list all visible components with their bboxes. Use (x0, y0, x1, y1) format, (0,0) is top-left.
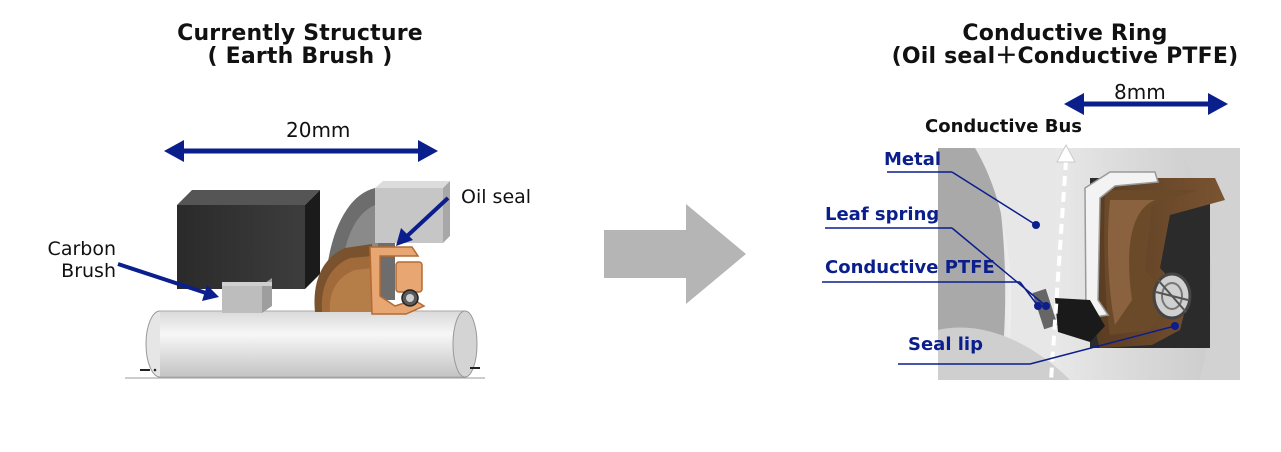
oil-seal (314, 244, 426, 315)
oil-seal-pointer-head (396, 228, 413, 246)
right-title-line1: Conductive Ring (962, 21, 1168, 46)
metal-label: Metal (884, 149, 942, 170)
conductive-bus-label: Conductive Bus (925, 116, 1082, 137)
seal-lip-leader-diag (1029, 325, 1176, 365)
seal-lip-leader-dot (1171, 322, 1179, 330)
dimension-8mm-head-right (1208, 93, 1228, 115)
conductive-ring-illustration (822, 93, 1240, 396)
leaf-spring-label: Leaf spring (825, 204, 940, 225)
shaft (125, 310, 485, 379)
metal-leader-dot (1032, 221, 1040, 229)
oil-seal-label: Oil seal (461, 186, 532, 208)
right-title: Conductive Ring (Oil seal＋Conductive PTF… (855, 22, 1275, 68)
carbon-brush-pointer-head (202, 285, 219, 301)
leaf-spring (1055, 298, 1105, 342)
brush-holder (177, 190, 320, 289)
leaf-spring-leader-diag (951, 227, 1047, 307)
conductive-ring-seal (1093, 178, 1225, 348)
garter-spring (1152, 272, 1192, 320)
dimension-8mm-head-left (1064, 93, 1084, 115)
oil-seal-pointer (403, 196, 450, 240)
dimension-8mm-label: 8mm (1114, 80, 1166, 104)
right-title-line2: (Oil seal＋Conductive PTFE) (891, 44, 1239, 69)
earth-brush-illustration (117, 140, 485, 379)
conductive-ptfe-leader-diag (1019, 281, 1039, 307)
metal-leader-diag (951, 171, 1037, 226)
carbon-brush-label: Carbon Brush (38, 238, 116, 282)
seal-lip-label: Seal lip (908, 334, 983, 355)
conductive-ptfe-label: Conductive PTFE (825, 257, 995, 278)
transition-arrow-shape (604, 204, 746, 304)
carbon-brush-label-line1: Carbon (47, 238, 116, 260)
left-title-line2: ( Earth Brush ) (207, 44, 393, 69)
dimension-20mm-label: 20mm (286, 118, 351, 142)
leaf-spring-leader-dot (1042, 302, 1050, 310)
left-title: Currently Structure ( Earth Brush ) (150, 22, 450, 68)
carbon-brush-label-line2: Brush (61, 260, 116, 282)
dimension-arrowhead-right (418, 140, 438, 162)
conductive-bus-arrowhead (1056, 143, 1076, 163)
dimension-arrowhead-left (164, 140, 184, 162)
conductive-bus-line (1048, 159, 1068, 396)
transition-arrow (604, 204, 746, 304)
conductive-ptfe-leader-dot (1034, 302, 1042, 310)
left-title-line1: Currently Structure (177, 21, 423, 46)
carbon-brush (222, 278, 272, 313)
carbon-brush-pointer (117, 262, 207, 295)
